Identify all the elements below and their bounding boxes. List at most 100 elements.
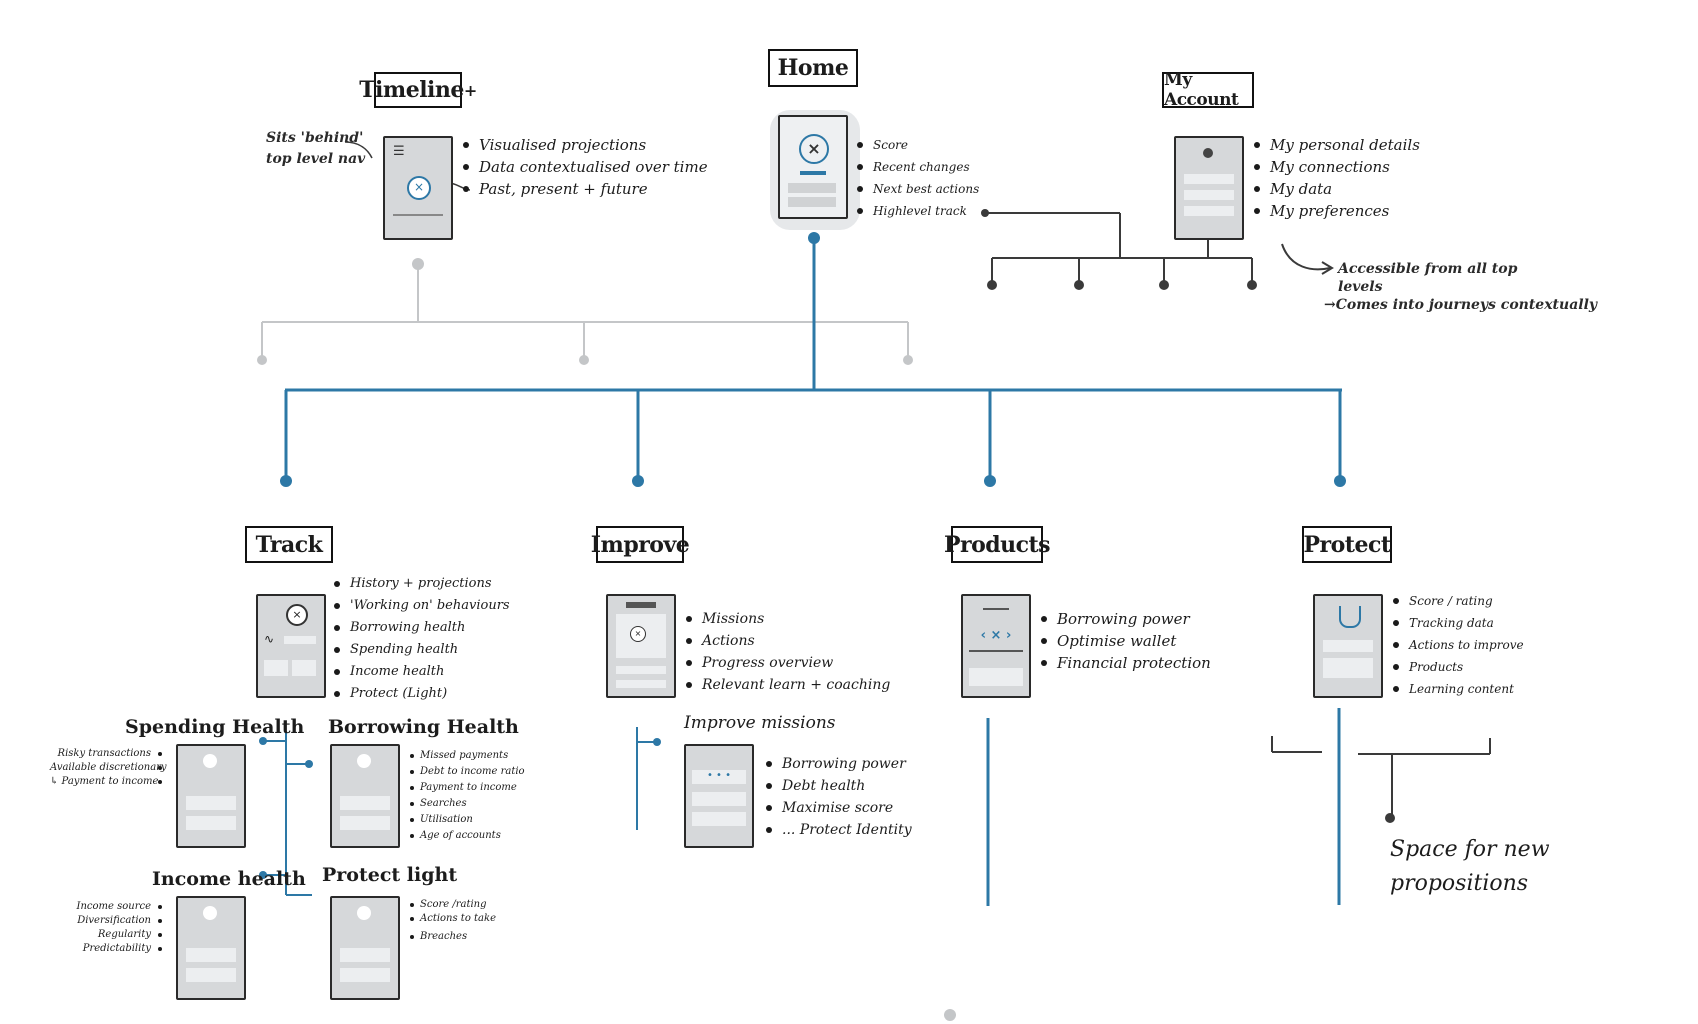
income-health-phone[interactable] [176,896,246,1000]
track-feature-income-health: Income health [334,661,510,683]
income-note-diversification: Diversification [50,914,162,928]
track-feature-protect-light: Protect (Light) [334,683,510,705]
income-health-title: Income health [152,868,306,890]
my-account-note: Accessible from all top levels →Comes in… [1324,260,1597,314]
my-account-feature-personal-details: My personal details [1254,134,1420,156]
borrowing-note-searches: Searches [410,796,525,812]
home-title-text: Home [777,55,849,81]
improve-phone-mockup[interactable]: × [606,594,676,698]
protect-title-text: Protect [1303,531,1391,558]
track-title[interactable]: Track [245,526,333,563]
borrowing-note-pti: Payment to income [410,780,525,796]
track-feature-spending-health: Spending health [334,639,510,661]
spending-health-phone[interactable] [176,744,246,848]
products-title[interactable]: Products [944,526,1051,563]
placeholder-icon [357,906,371,920]
products-title-text: Products [943,531,1051,558]
spending-note-discretionary: Available discretionary [50,762,167,773]
my-account-feature-connections: My connections [1254,156,1420,178]
track-feature-working-on: 'Working on' behaviours [334,595,510,617]
products-feature-financial-protection: Financial protection [1041,652,1211,674]
protect-light-note-actions: Actions to take [410,912,496,926]
protect-feature-score: Score / rating [1393,590,1524,612]
borrowing-note-utilisation: Utilisation [410,812,525,828]
improve-missions-phone[interactable]: • • • [684,744,754,848]
timeline-score-icon: × [407,176,431,200]
timeline-phone-mockup[interactable]: ☰ × [383,136,453,240]
track-score-icon: × [286,604,308,626]
protect-light-title: Protect light [322,864,458,886]
products-phone-mockup[interactable]: ‹ × › [961,594,1031,698]
optimise-icon: ‹ × › [980,628,1012,643]
income-note-predictability: Predictability [50,942,162,956]
mission-borrowing-power: Borrowing power [766,753,912,775]
my-account-note-line1: Accessible from all top [1338,261,1518,277]
borrowing-note-missed: Missed payments [410,748,525,764]
home-feature-recent-changes: Recent changes [857,156,979,178]
borrowing-health-title: Borrowing Health [328,716,519,738]
track-phone-mockup[interactable]: × ∿ [256,594,326,698]
protect-light-note-score: Score /rating [410,898,496,912]
spending-health-title: Spending Health [125,716,305,738]
my-account-note-line3: →Comes into journeys contextually [1324,297,1598,313]
timeline-feature-contextualised: Data contextualised over time [463,156,708,178]
timeline-note-line1: Sits 'behind' [266,130,364,146]
improve-title-text: Improve [590,531,690,558]
protect-feature-products: Products [1393,656,1524,678]
protect-light-note-breaches: Breaches [410,926,496,948]
improve-feature-progress: Progress overview [686,652,890,674]
progress-dots-icon: • • • [692,770,746,784]
borrowing-health-phone[interactable] [330,744,400,848]
main-nav-tree [284,238,1342,480]
income-health-notes: Income source Diversification Regularity… [50,900,162,956]
mission-maximise-score: Maximise score [766,797,912,819]
improve-feature-actions: Actions [686,630,890,652]
my-account-note-line2: levels [1338,279,1383,295]
improve-feature-missions: Missions [686,608,890,630]
improve-features: Missions Actions Progress overview Relev… [686,608,890,696]
products-feature-borrowing-power: Borrowing power [1041,608,1211,630]
my-account-feature-preferences: My preferences [1254,200,1420,222]
protect-features: Score / rating Tracking data Actions to … [1393,590,1524,700]
spending-note-payment-income: ↳ Payment to income [50,775,162,789]
products-features: Borrowing power Optimise wallet Financia… [1041,608,1211,674]
improve-missions-title: Improve missions [684,713,836,733]
protect-title[interactable]: Protect [1302,526,1392,563]
placeholder-icon [203,754,217,768]
protect-phone-mockup[interactable] [1313,594,1383,698]
timeline-title-text: Timeline [359,77,464,103]
timeline-title[interactable]: Timeline+ [359,72,477,108]
avatar-icon [1203,148,1213,158]
protect-feature-learning: Learning content [1393,678,1524,700]
improve-title[interactable]: Improve [591,526,690,563]
shield-icon [1339,606,1361,628]
timeline-note: Sits 'behind' top level nav [266,128,365,170]
placeholder-icon [357,754,371,768]
improve-feature-learn-coaching: Relevant learn + coaching [686,674,890,696]
protect-light-notes: Score /rating Actions to take Breaches [410,898,496,948]
home-feature-highlevel-track: Highlevel track [857,200,979,222]
protect-feature-tracking: Tracking data [1393,612,1524,634]
borrowing-note-dti: Debt to income ratio [410,764,525,780]
space-line2: propositions [1390,871,1529,896]
header-bar-icon [626,602,656,608]
timeline-feature-past-present-future: Past, present + future [463,178,708,200]
protect-light-phone[interactable] [330,896,400,1000]
my-account-phone-mockup[interactable] [1174,136,1244,240]
track-feature-history: History + projections [334,573,510,595]
my-account-feature-data: My data [1254,178,1420,200]
mission-icon: × [630,626,646,642]
income-note-regularity: Regularity [50,928,162,942]
home-features: Score Recent changes Next best actions H… [857,134,979,222]
home-phone-mockup[interactable]: × [778,115,848,219]
mission-debt-health: Debt health [766,775,912,797]
borrowing-health-notes: Missed payments Debt to income ratio Pay… [410,748,525,844]
pulse-icon: ∿ [264,632,275,646]
products-feature-optimise-wallet: Optimise wallet [1041,630,1211,652]
track-title-text: Track [255,531,323,558]
placeholder-icon [203,906,217,920]
home-title[interactable]: Home [768,49,858,87]
my-account-title[interactable]: My Account [1162,70,1254,110]
track-feature-borrowing-health: Borrowing health [334,617,510,639]
